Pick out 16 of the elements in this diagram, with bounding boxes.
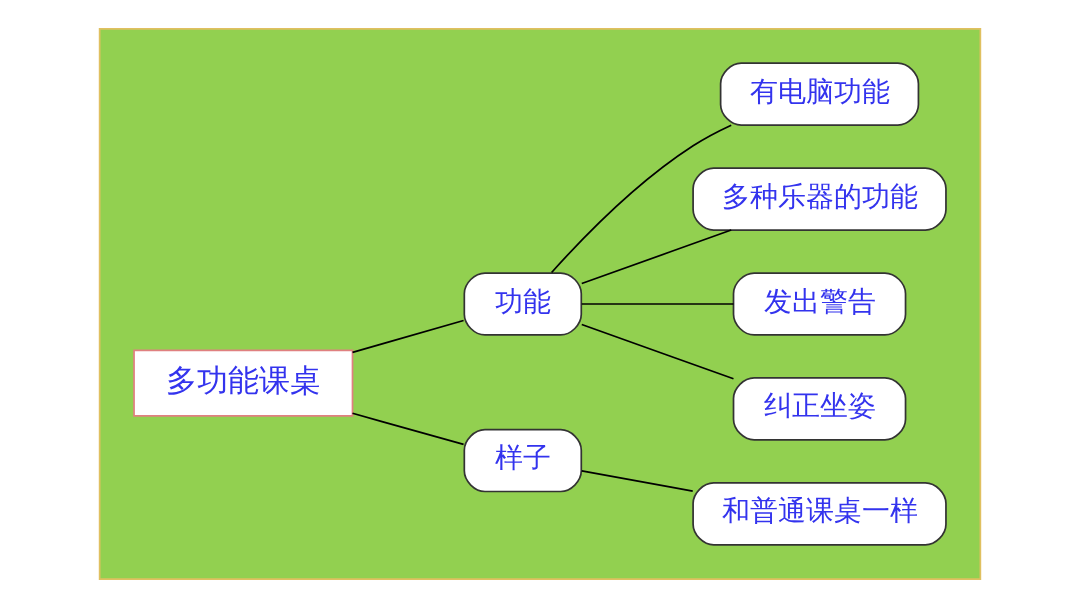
node-box: 多种乐器的功能 (692, 167, 947, 231)
node-box: 纠正坐姿 (732, 377, 907, 441)
connector (580, 323, 735, 380)
node-box: 和普通课桌一样 (692, 482, 947, 546)
cluster (98, 27, 982, 581)
connector (351, 319, 465, 354)
node-box: 多功能课桌 (133, 349, 354, 417)
node-box: 有电脑功能 (719, 62, 920, 126)
node-box: 功能 (463, 272, 583, 336)
connector (580, 229, 733, 285)
connector (550, 124, 733, 274)
connector (580, 470, 694, 492)
node-box: 发出警告 (732, 272, 907, 336)
node-box: 样子 (463, 428, 583, 493)
connector (580, 303, 735, 305)
connector (351, 412, 465, 446)
